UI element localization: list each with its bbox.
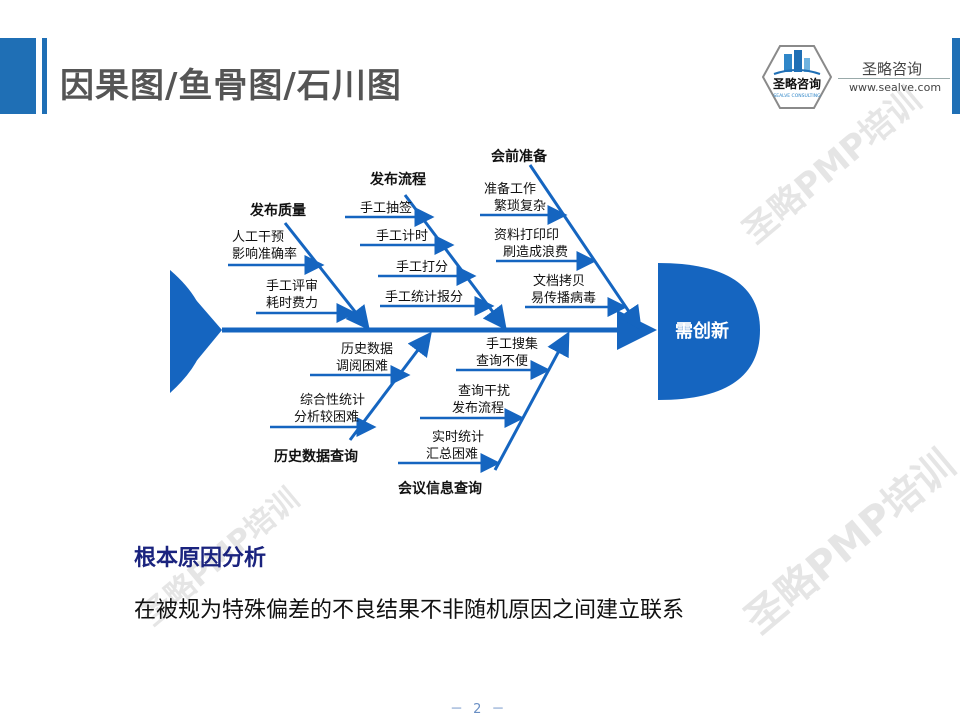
cause-label: 资料打印印 [494,228,559,243]
category-label: 历史数据查询 [274,448,358,465]
cause-label: 查询干扰 [458,384,510,399]
title-right-accent [952,38,960,114]
logo-name: 圣略咨询 [862,60,923,78]
category-label: 会前准备 [491,148,548,165]
cause-label: 综合性统计 [300,393,365,408]
cause-label: 手工统计报分 [385,290,463,305]
cause-label: 准备工作 [484,181,536,197]
cause-label: 手工评审 [266,279,318,294]
cause-label: 耗时费力 [266,296,318,311]
cause-label: 汇总困难 [426,447,478,462]
title-accent-bar [0,38,36,114]
cause-label: 历史数据 [341,342,393,357]
logo-url: www.sealve.com [849,81,942,94]
title-accent-stripe [42,38,47,114]
category-label: 发布流程 [369,171,426,188]
page-number: － 2 － [450,702,508,717]
cause-label: 刷造成浪费 [503,245,568,260]
category-label: 会议信息查询 [398,480,482,497]
logo-small-text: SEALVE CONSULTING [773,93,821,99]
cause-label: 分析较困难 [294,410,359,425]
bone-meeting-query [493,331,570,471]
logo-divider [838,78,950,79]
cause-label: 易传播病毒 [531,291,596,306]
cause-label: 手工计时 [376,229,428,244]
cause-label: 手工搜集 [486,336,538,352]
fish-head [658,263,760,400]
cause-label: 手工抽签 [360,200,412,216]
cause-label: 繁琐复杂 [494,198,546,214]
page-title: 因果图/鱼骨图/石川图 [60,66,402,106]
logo-badge-text: 圣略咨询 [772,76,821,91]
cause-label: 查询不便 [476,354,528,369]
cause-label: 影响准确率 [232,246,297,262]
company-logo: 圣略咨询 SEALVE CONSULTING [762,45,832,109]
category-label: 发布质量 [249,202,306,219]
cause-label: 调阅困难 [336,359,388,374]
cause-label: 手工打分 [396,260,448,275]
cause-label: 文档拷贝 [533,274,585,289]
fish-head-label: 需创新 [675,320,729,342]
cause-label: 人工干预 [232,230,284,245]
cause-label: 实时统计 [432,430,484,445]
section-body: 在被规为特殊偏差的不良结果不非随机原因之间建立联系 [134,598,685,623]
section-heading: 根本原因分析 [134,546,267,571]
cause-label: 发布流程 [452,400,504,416]
